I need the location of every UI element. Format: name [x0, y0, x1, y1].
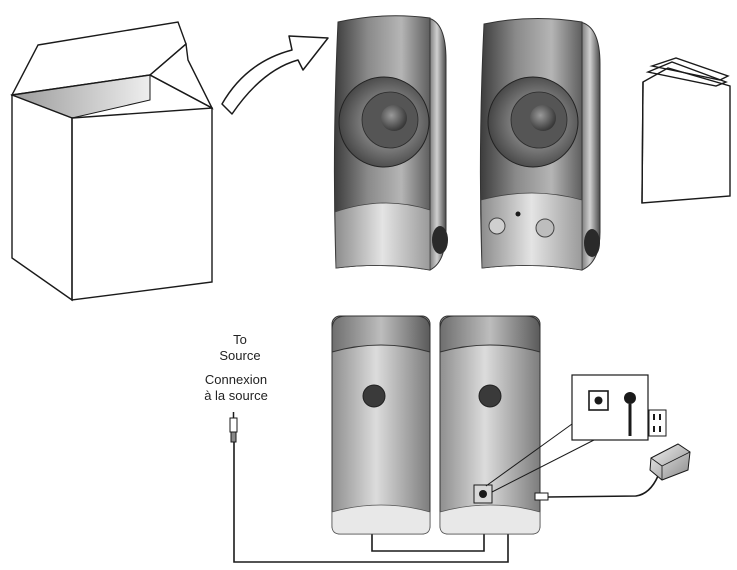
speaker-left-dust-cap: [381, 105, 407, 131]
front-speaker-left: [333, 15, 448, 271]
source-label-fr-line1: Connexion: [205, 372, 267, 387]
booklet-spine: [641, 81, 644, 204]
box-front-face: [71, 107, 213, 301]
inset-plug-head: [624, 392, 636, 404]
back-right-base: [439, 504, 541, 535]
box-inner-wall: [10, 74, 151, 119]
curved-arrow-icon: [221, 35, 329, 115]
booklet-back-page: [649, 57, 730, 81]
zoom-line-top: [485, 423, 573, 487]
back-right-bass-port: [478, 384, 502, 408]
booklet-cover: [641, 67, 731, 204]
back-speaker-left: [331, 315, 431, 535]
inset-jack-hole: [594, 396, 603, 405]
zoom-line-bottom: [491, 439, 595, 493]
back-speaker-right: [439, 315, 541, 535]
audio-plug-icon: [229, 412, 238, 443]
headphone-jack-icon: [535, 218, 555, 238]
back-left-bass-port: [362, 384, 386, 408]
speaker-left-side-panel: [427, 17, 447, 271]
power-adapter-icon: [649, 443, 691, 481]
box-left-face: [11, 93, 73, 302]
source-label: To Source Connexion à la source: [204, 332, 268, 403]
source-label-line1: To: [233, 332, 247, 347]
booklet-icon: [641, 57, 731, 204]
speaker-right-base: [480, 192, 583, 271]
front-speaker-right: [479, 17, 601, 271]
power-indicator-icon: [515, 211, 521, 217]
speaker-right-dust-cap: [530, 105, 556, 131]
source-label-fr-line2: à la source: [204, 388, 268, 403]
power-cable: [547, 475, 659, 498]
speaker-right-side-panel: [579, 21, 601, 271]
box-side-flap: [148, 42, 214, 110]
speaker-left-base: [334, 202, 431, 271]
back-right-top-cap: [439, 315, 541, 353]
speaker-left-shadow: [432, 226, 448, 254]
booklet-mid-page: [645, 61, 728, 87]
volume-knob-icon: [488, 217, 506, 235]
speaker-right-shadow: [584, 229, 600, 257]
dc-plug-icon: [534, 492, 549, 501]
jack-detail-inset: [571, 374, 649, 441]
wall-outlet-icon: [648, 409, 667, 437]
open-box-icon: [10, 21, 214, 302]
dc-input-jack-icon: [479, 490, 487, 498]
source-label-line2: Source: [219, 348, 260, 363]
back-left-top-cap: [331, 315, 431, 353]
back-left-base: [331, 504, 431, 535]
box-rim: [11, 74, 213, 109]
